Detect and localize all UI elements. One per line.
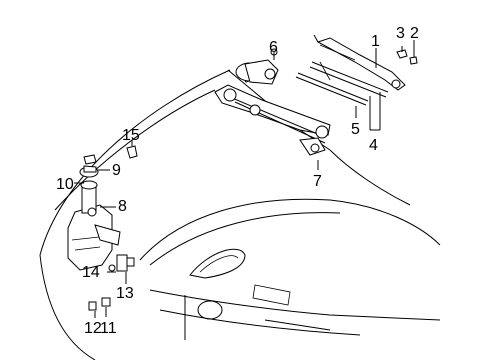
callout-15: 15 — [122, 127, 140, 144]
wiper-motor — [235, 48, 279, 85]
callout-10: 10 — [56, 176, 74, 193]
callout-8: 8 — [118, 198, 127, 215]
callout-11: 11 — [100, 320, 117, 337]
grommets-bottom — [88, 297, 111, 311]
wiper-linkage — [214, 65, 331, 156]
callout-13: 13 — [116, 285, 134, 302]
callout-9: 9 — [112, 162, 121, 179]
wiper-arm — [313, 34, 406, 91]
callout-7: 7 — [313, 173, 322, 190]
callout-3: 3 — [396, 25, 405, 42]
callout-4: 4 — [369, 137, 378, 154]
car-body-outline — [39, 69, 441, 360]
callout-14: 14 — [82, 264, 100, 281]
callout-6: 6 — [269, 39, 278, 56]
callout-5: 5 — [351, 121, 360, 138]
callout-2: 2 — [410, 25, 419, 42]
fasteners-top — [396, 49, 418, 65]
callout-12: 12 — [84, 320, 102, 337]
callout-labels: 1 2 3 4 5 6 7 8 9 10 11 12 13 14 15 — [56, 25, 419, 337]
leader-lines — [74, 40, 415, 318]
cap-nozzle — [79, 141, 138, 178]
washer-pump — [108, 254, 135, 272]
callout-1: 1 — [371, 33, 380, 50]
washer-reservoir — [67, 180, 121, 271]
wiper-blades — [295, 61, 389, 106]
